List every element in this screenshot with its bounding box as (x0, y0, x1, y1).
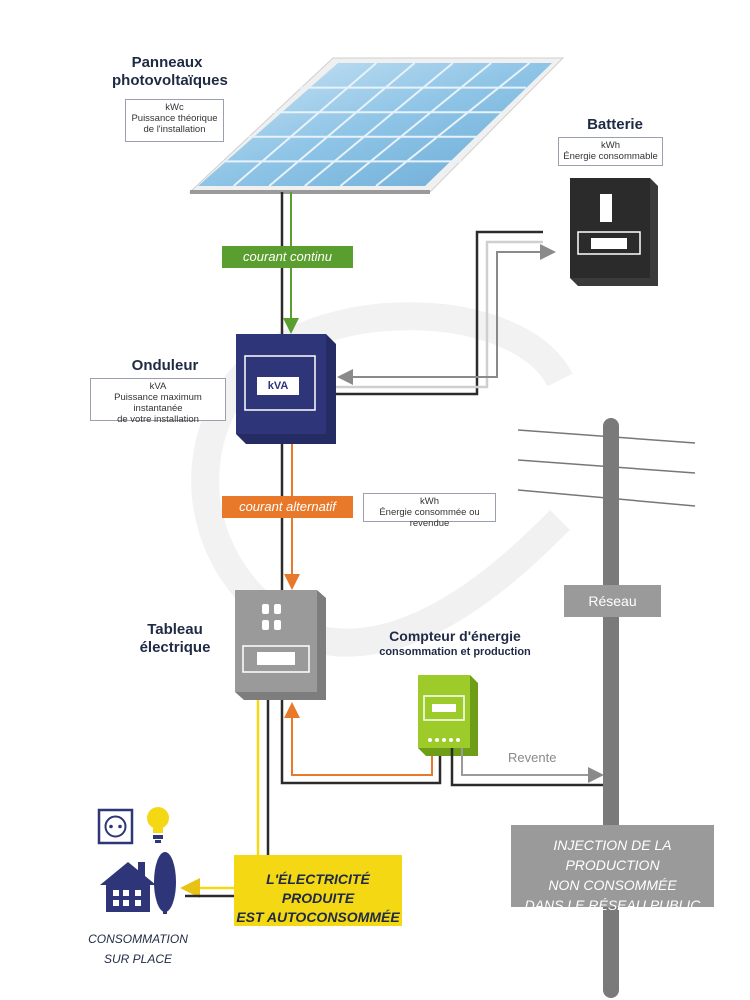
injection-box: INJECTION DE LA PRODUCTION NON CONSOMMÉE… (511, 825, 714, 913)
inverter-unit (236, 334, 336, 444)
resale-label: Revente (508, 750, 557, 765)
battery-unit (570, 178, 658, 286)
electrical-board (235, 590, 326, 700)
meter-infobox: kWh Énergie consommée ou revendue (363, 493, 496, 529)
grid-wire (450, 748, 605, 787)
injection-line1: INJECTION DE LA PRODUCTION (553, 837, 672, 873)
selfconsumption-line2: EST AUTOCONSOMMÉE (236, 909, 400, 925)
onsite-label: CONSOMMATION SUR PLACE (78, 929, 198, 969)
inverter-unit-label: kVA (149, 381, 167, 392)
battery-wires (335, 230, 556, 396)
bulb-icon (147, 807, 169, 843)
selfconsumption-line1: L'ÉLECTRICITÉ PRODUITE (266, 871, 370, 906)
meter-subtitle: consommation et production (379, 646, 531, 658)
battery-infobox: kWh Énergie consommable (558, 137, 663, 166)
board-title: Tableau électrique (130, 621, 220, 657)
onsite-line1: CONSOMMATION (88, 932, 188, 946)
battery-title: Batterie (587, 116, 643, 133)
panels-desc-line2: de l'installation (143, 124, 206, 135)
resale-arrow (461, 748, 604, 783)
plug-icon (97, 808, 134, 845)
panels-infobox: kWc Puissance théorique de l'installatio… (125, 99, 224, 142)
ac-current-label: courant alternatif (222, 496, 353, 518)
inverter-infobox: kVA Puissance maximum instantanée de vot… (90, 378, 226, 425)
inverter-desc-line1: Puissance maximum instantanée (114, 392, 202, 414)
meter-info-unit: kWh (420, 496, 439, 507)
inverter-screen-label: kVA (267, 380, 289, 392)
injection-line2: NON CONSOMMÉE (548, 877, 677, 893)
dc-current-label: courant continu (222, 246, 353, 268)
injection-line3: DANS LE RÉSEAU PUBLIC (524, 897, 701, 913)
panels-unit: kWc (165, 102, 184, 113)
panels-title-line1: Panneaux (131, 54, 203, 71)
meter-title: Compteur d'énergie (389, 628, 521, 644)
battery-desc: Énergie consommable (563, 151, 658, 162)
meter-wires (280, 700, 442, 785)
grid-label: Réseau (564, 585, 661, 617)
inverter-desc-line2: de votre installation (117, 414, 199, 425)
onsite-line2: SUR PLACE (103, 952, 173, 966)
board-title-line2: électrique (139, 639, 211, 656)
panels-title-line2: photovoltaïques (112, 72, 228, 89)
battery-unit-label: kWh (601, 140, 620, 151)
meter-info-desc: Énergie consommée ou revendue (379, 507, 480, 529)
inverter-title: Onduleur (131, 357, 199, 374)
meter-title-block: Compteur d'énergie consommation et produ… (365, 628, 545, 658)
board-title-line1: Tableau (147, 621, 203, 638)
panels-title: Panneaux photovoltaïques (112, 54, 228, 90)
energy-meter (418, 675, 478, 756)
selfconsumption-box: L'ÉLECTRICITÉ PRODUITE EST AUTOCONSOMMÉE (234, 855, 402, 926)
panels-desc-line1: Puissance théorique (131, 113, 218, 124)
house-icon (100, 852, 176, 914)
solar-panel (188, 57, 565, 194)
